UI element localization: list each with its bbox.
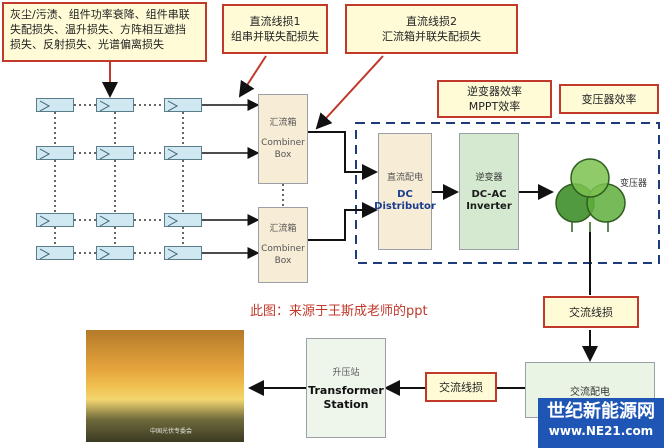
brand-url: www.NE21.com [548, 424, 654, 438]
module-losses-note: 灰尘/污渍、组件功率衰降、组件串联 失配损失、温升损失、方阵相互遮挡 损失、反射… [2, 2, 207, 62]
dc-line-loss-2-note: 直流线损2 汇流箱并联失配损失 [345, 4, 518, 54]
inverter: 逆变器 DC-AC Inverter [459, 133, 519, 250]
inverter-efficiency-title: 逆变器效率 [467, 85, 522, 98]
inverter-cn: 逆变器 [475, 173, 503, 183]
dc-distributor-cn: 直流配电 [386, 173, 423, 183]
transformer-icon [555, 158, 626, 232]
module-losses-line-2: 失配损失、温升损失、方阵相互遮挡 [10, 23, 186, 36]
pv-panel [164, 213, 202, 227]
transmission-grid-photo: 中国光伏专委会 [86, 330, 244, 442]
inverter-en-1: DC-AC [471, 189, 507, 200]
transformer-efficiency-note: 变压器效率 [559, 84, 659, 114]
pv-panel [36, 246, 74, 260]
brand-watermark: 世纪新能源网 www.NE21.com [538, 398, 664, 448]
dc-line-loss-1-title: 直流线损1 [249, 15, 301, 28]
transformer-station-en-2: Station [323, 397, 369, 411]
pv-panel [36, 146, 74, 160]
combiner-box-bottom-en-2: Box [274, 256, 292, 266]
inverter-efficiency-note: 逆变器效率 MPPT效率 [437, 80, 552, 118]
pv-panel [164, 246, 202, 260]
combiner-box-bottom-en-1: Combiner [261, 244, 305, 254]
brand-name: 世纪新能源网 [547, 401, 655, 422]
ac-line-loss-1-title: 交流线损 [569, 305, 613, 319]
combiner-box-top: 汇流箱 Combiner Box [258, 94, 308, 184]
transformer-label: 变压器 [620, 179, 648, 189]
combiner-box-bottom-cn: 汇流箱 [269, 224, 297, 234]
inverter-efficiency-detail: MPPT效率 [468, 100, 521, 113]
module-losses-line-1: 灰尘/污渍、组件功率衰降、组件串联 [10, 8, 190, 21]
pv-panel [164, 98, 202, 112]
module-losses-line-3: 损失、反射损失、光谱偏离损失 [10, 38, 164, 51]
string-to-combiner-wires [202, 99, 260, 259]
dc-line-loss-2-title: 直流线损2 [406, 15, 457, 28]
pv-string-lines-top [54, 104, 184, 212]
combiner-box-top-en-1: Combiner [261, 138, 305, 148]
ac-line-loss-1-note: 交流线损 [543, 296, 639, 328]
photo-watermark: 中国光伏专委会 [150, 428, 193, 435]
dc-line-loss-2-detail: 汇流箱并联失配损失 [382, 30, 481, 43]
combiner-to-dc-wires [308, 131, 378, 241]
pv-panel [96, 98, 134, 112]
combiner-box-top-cn: 汇流箱 [269, 118, 297, 128]
source-caption: 此图：来源于王斯成老师的ppt [250, 304, 428, 319]
annotation-pointers [102, 55, 384, 130]
combiner-box-top-en-2: Box [274, 150, 292, 160]
dc-line-loss-1-detail: 组串并联失配损失 [231, 30, 319, 43]
transformer-station: 升压站 Transformer Station [306, 338, 386, 438]
pv-string-lines-bottom [54, 219, 184, 254]
ac-line-loss-2-note: 交流线损 [425, 372, 497, 402]
pv-panel [164, 146, 202, 160]
transformer-station-en-1: Transformer [308, 383, 384, 397]
dc-line-loss-1-note: 直流线损1 组串并联失配损失 [222, 4, 328, 54]
pv-panel [36, 98, 74, 112]
system-boundary [355, 122, 660, 264]
dc-distributor-en-1: DC [397, 189, 413, 200]
transformer-station-cn: 升压站 [332, 367, 360, 378]
ac-distribution-cn: 交流配电 [570, 386, 610, 398]
combiner-box-bottom: 汇流箱 Combiner Box [258, 207, 308, 283]
pv-panel [96, 246, 134, 260]
dc-distributor-en-2: Distributor [374, 201, 436, 212]
dc-distributor: 直流配电 DC Distributor [374, 133, 436, 250]
pv-panel [96, 213, 134, 227]
pv-panel [36, 213, 74, 227]
ac-line-loss-2-title: 交流线损 [439, 380, 483, 394]
pv-panel [96, 146, 134, 160]
transformer-efficiency-title: 变压器效率 [581, 92, 637, 106]
inverter-en-2: Inverter [466, 201, 512, 212]
